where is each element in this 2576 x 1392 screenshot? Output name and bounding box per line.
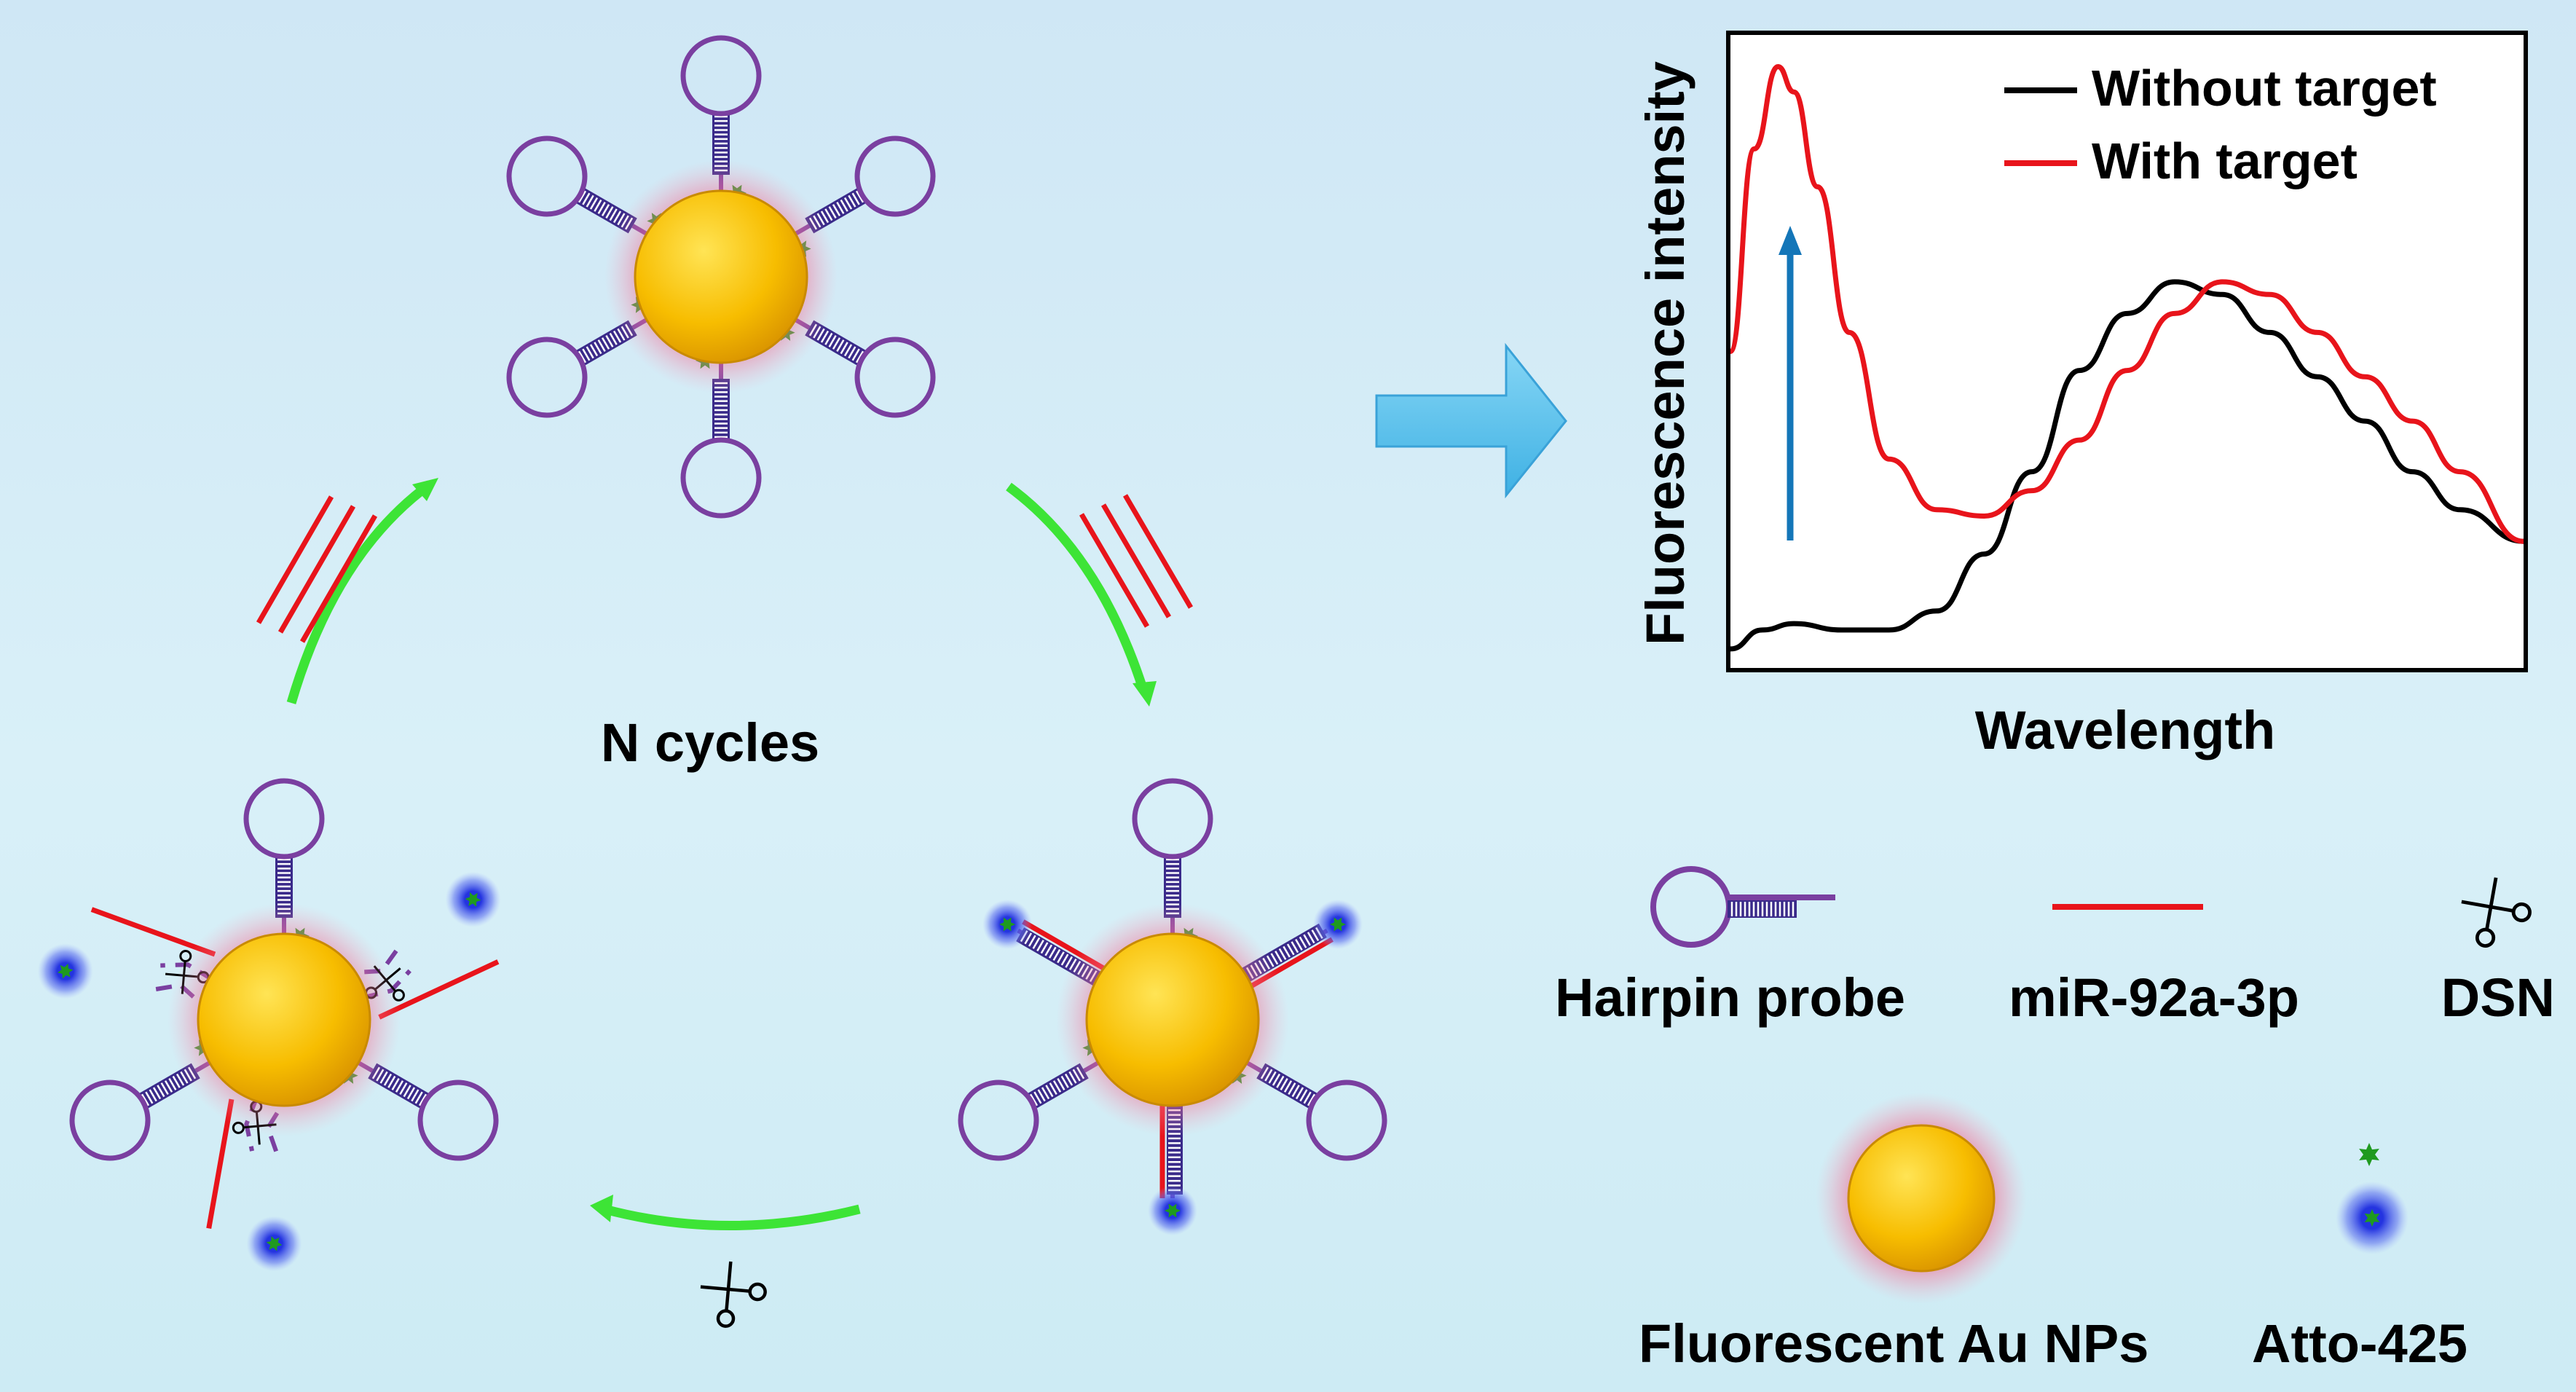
- nanoparticle-top: [506, 35, 936, 519]
- result-arrow: [1375, 342, 1567, 499]
- mirna-bundle-right: [1079, 494, 1194, 628]
- hairpin-loop: [69, 1080, 151, 1161]
- legend-label-aunp: Fluorescent Au NPs: [1639, 1313, 2148, 1374]
- legend-label-dsn: DSN: [2441, 967, 2555, 1028]
- cycle-arrow-left: [286, 480, 433, 704]
- cycle-arrow-right: [1006, 482, 1149, 692]
- legend-label-atto: Atto-425: [2252, 1313, 2467, 1374]
- nanoparticle-icon: [1816, 1093, 2027, 1304]
- gold-nanoparticle: [1085, 932, 1260, 1107]
- hairpin-loop: [506, 135, 588, 217]
- legend-label-mirna: miR-92a-3p: [2009, 967, 2299, 1028]
- star-icon: [2359, 1143, 2379, 1166]
- star-icon: [57, 963, 74, 979]
- cycle-arrows: [256, 478, 1194, 1230]
- hairpin-loop: [854, 135, 936, 217]
- hairpin-loop: [243, 778, 325, 860]
- star-icon: [999, 917, 1016, 932]
- gold-nanoparticle: [634, 189, 808, 364]
- series-line-without-target: [1730, 279, 2524, 652]
- star-icon: [2359, 1143, 2379, 1166]
- star-icon: [1165, 1203, 1181, 1218]
- star-icon: [2364, 1209, 2380, 1227]
- legend-label-without-target: Without target: [2092, 60, 2437, 117]
- increase-arrowhead: [1779, 226, 1802, 255]
- hairpin-loop: [417, 1080, 499, 1161]
- cycle-arrowhead-bottom: [590, 1195, 613, 1222]
- chart-frame: [1726, 31, 2528, 672]
- legend-label-hairpin: Hairpin probe: [1555, 967, 1905, 1028]
- hairpin-loop: [506, 337, 588, 418]
- hairpin-loop: [680, 35, 762, 117]
- star-icon: [465, 892, 481, 907]
- x-axis-label: Wavelength: [1975, 700, 2276, 760]
- scissors-icon: [2461, 877, 2532, 948]
- nanoparticle-right: [958, 778, 1387, 1235]
- hairpin-icon: [1650, 866, 1835, 948]
- hairpin-loop: [680, 437, 762, 519]
- hairpin-loop: [1306, 1080, 1387, 1161]
- cycle-arrowhead-left: [412, 478, 438, 501]
- cycle-label: N cycles: [601, 712, 819, 773]
- hairpin-loop: [854, 337, 936, 418]
- gold-nanoparticle: [197, 932, 371, 1107]
- fluorescence-chart: Without target With target Wavelength Fl…: [1635, 31, 2528, 760]
- legend-panel: Hairpin probe miR-92a-3p DSN Fluorescent…: [1555, 866, 2555, 1374]
- series-line-with-target: [1728, 63, 2524, 544]
- mirna-bundle-left: [256, 495, 378, 643]
- hairpin-loop: [958, 1080, 1039, 1161]
- star-icon: [1329, 917, 1346, 932]
- y-axis-label: Fluorescence intensity: [1635, 61, 1695, 645]
- nanoparticle-left: [37, 778, 501, 1272]
- cycle-arrowhead-right: [1133, 681, 1157, 707]
- cycle-arrow-bottom: [603, 1204, 861, 1230]
- legend-label-with-target: With target: [2092, 133, 2358, 189]
- hairpin-loop: [1132, 778, 1213, 860]
- scissors-icon: [700, 1261, 767, 1328]
- star-icon: [266, 1236, 283, 1251]
